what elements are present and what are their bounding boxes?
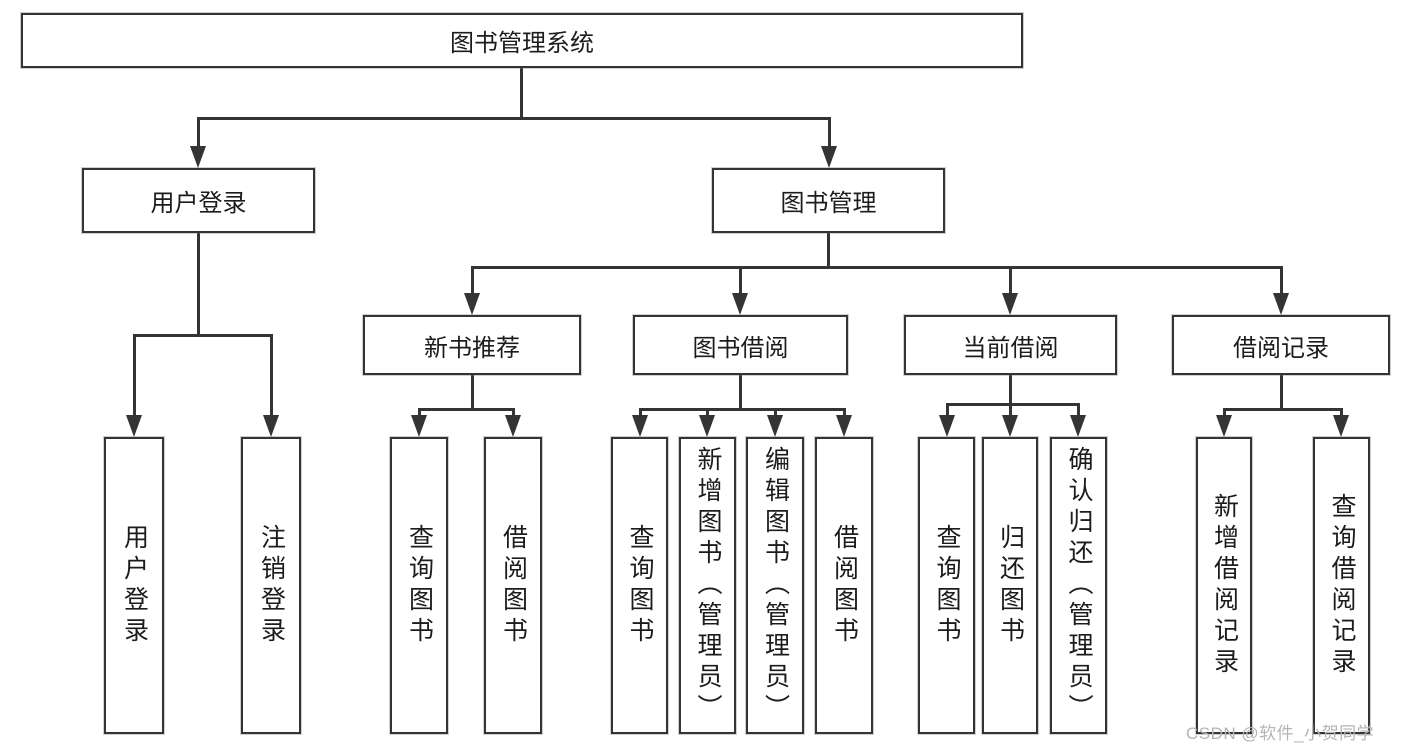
node-book-borrowing: 图书借阅 [633,315,848,375]
arrow-down-icon [939,415,955,437]
connector-line [1077,403,1080,419]
node-current-borrowing: 当前借阅 [904,315,1117,375]
arrow-down-icon [732,293,748,315]
connector-line [197,117,200,152]
leaf-label: 查询借阅记录 [1328,492,1356,679]
connector-line [739,375,742,411]
leaf-query-books-recommend: 查询图书 [390,437,448,734]
connector-line [197,117,831,120]
node-label: 图书借阅 [692,334,789,362]
connector-line [471,266,1282,269]
arrow-down-icon [505,415,521,437]
leaf-label: 借阅图书 [830,523,859,648]
connector-line [197,233,200,337]
connector-line [1223,408,1226,419]
node-label: 当前借阅 [962,334,1059,362]
connector-line [639,408,845,411]
arrow-down-icon [821,146,837,168]
connector-line [843,408,846,419]
connector-line [512,408,515,419]
node-borrowing-records: 借阅记录 [1172,315,1390,375]
arrow-down-icon [699,415,715,437]
node-label: 新书推荐 [424,334,520,362]
connector-line [133,334,136,417]
leaf-add-books-admin: 新增图书（管理员） [679,437,736,734]
node-label: 图书管理 [780,190,877,217]
leaf-label: 编辑图书（管理员） [761,446,790,725]
leaf-add-borrow-record: 新增借阅记录 [1196,437,1252,734]
connector-line [946,403,949,419]
arrow-down-icon [126,415,142,437]
connector-line [418,408,421,419]
leaf-query-borrow-record: 查询借阅记录 [1313,437,1370,734]
connector-line [1009,403,1012,419]
leaf-query-books-borrowing: 查询图书 [611,437,668,734]
arrow-down-icon [767,415,783,437]
leaf-borrow-books: 借阅图书 [815,437,873,734]
connector-line [520,68,523,118]
connector-line [418,408,515,411]
node-label: 用户登录 [150,190,247,217]
connector-line [1009,375,1012,406]
arrow-down-icon [1070,415,1086,437]
leaf-query-books-current: 查询图书 [918,437,975,734]
connector-line [270,334,273,417]
leaf-label: 借阅图书 [499,523,528,648]
leaf-label: 新增借阅记录 [1210,492,1239,679]
arrow-down-icon [632,415,648,437]
arrow-down-icon [411,415,427,437]
leaf-user-login: 用户登录 [104,437,164,734]
arrow-down-icon [190,146,206,168]
leaf-label: 确认归还（管理员） [1065,446,1093,725]
arrow-down-icon [836,415,852,437]
csdn-watermark: CSDN @软件_小贺同学 [1186,724,1375,743]
arrow-down-icon [1333,415,1349,437]
connector-line [739,266,742,295]
connector-line [471,266,474,295]
leaf-label: 归还图书 [996,523,1025,648]
connector-line [1280,266,1283,295]
arrow-down-icon [1216,415,1232,437]
connector-line [827,233,830,269]
node-new-book-recommendation: 新书推荐 [363,315,581,375]
leaf-label: 查询图书 [405,523,434,648]
leaf-label: 注销登录 [257,523,286,648]
arrow-down-icon [1002,293,1018,315]
node-label: 图书管理系统 [450,30,594,57]
connector-line [946,403,1080,406]
connector-line [774,408,777,419]
leaf-logout: 注销登录 [241,437,301,734]
connector-line [828,117,831,152]
leaf-return-books: 归还图书 [982,437,1038,734]
connector-line [706,408,709,419]
leaf-label: 查询图书 [626,523,654,648]
node-library-management-system: 图书管理系统 [21,13,1023,68]
leaf-confirm-return-admin: 确认归还（管理员） [1050,437,1107,734]
node-user-login: 用户登录 [82,168,315,233]
connector-line [639,408,642,419]
leaf-label: 查询图书 [933,523,961,648]
arrow-down-icon [263,415,279,437]
connector-line [133,334,273,337]
connector-line [1009,266,1012,295]
leaf-label: 用户登录 [120,523,149,648]
arrow-down-icon [1273,293,1289,315]
connector-line [1223,408,1342,411]
leaf-edit-books-admin: 编辑图书（管理员） [746,437,804,734]
leaf-borrow-books-recommend: 借阅图书 [484,437,542,734]
node-label: 借阅记录 [1233,334,1329,362]
leaf-label: 新增图书（管理员） [694,446,722,725]
arrow-down-icon [464,293,480,315]
connector-line [471,375,474,411]
node-book-management: 图书管理 [712,168,945,233]
arrow-down-icon [1002,415,1018,437]
connector-line [1340,408,1343,419]
connector-line [1280,375,1283,411]
